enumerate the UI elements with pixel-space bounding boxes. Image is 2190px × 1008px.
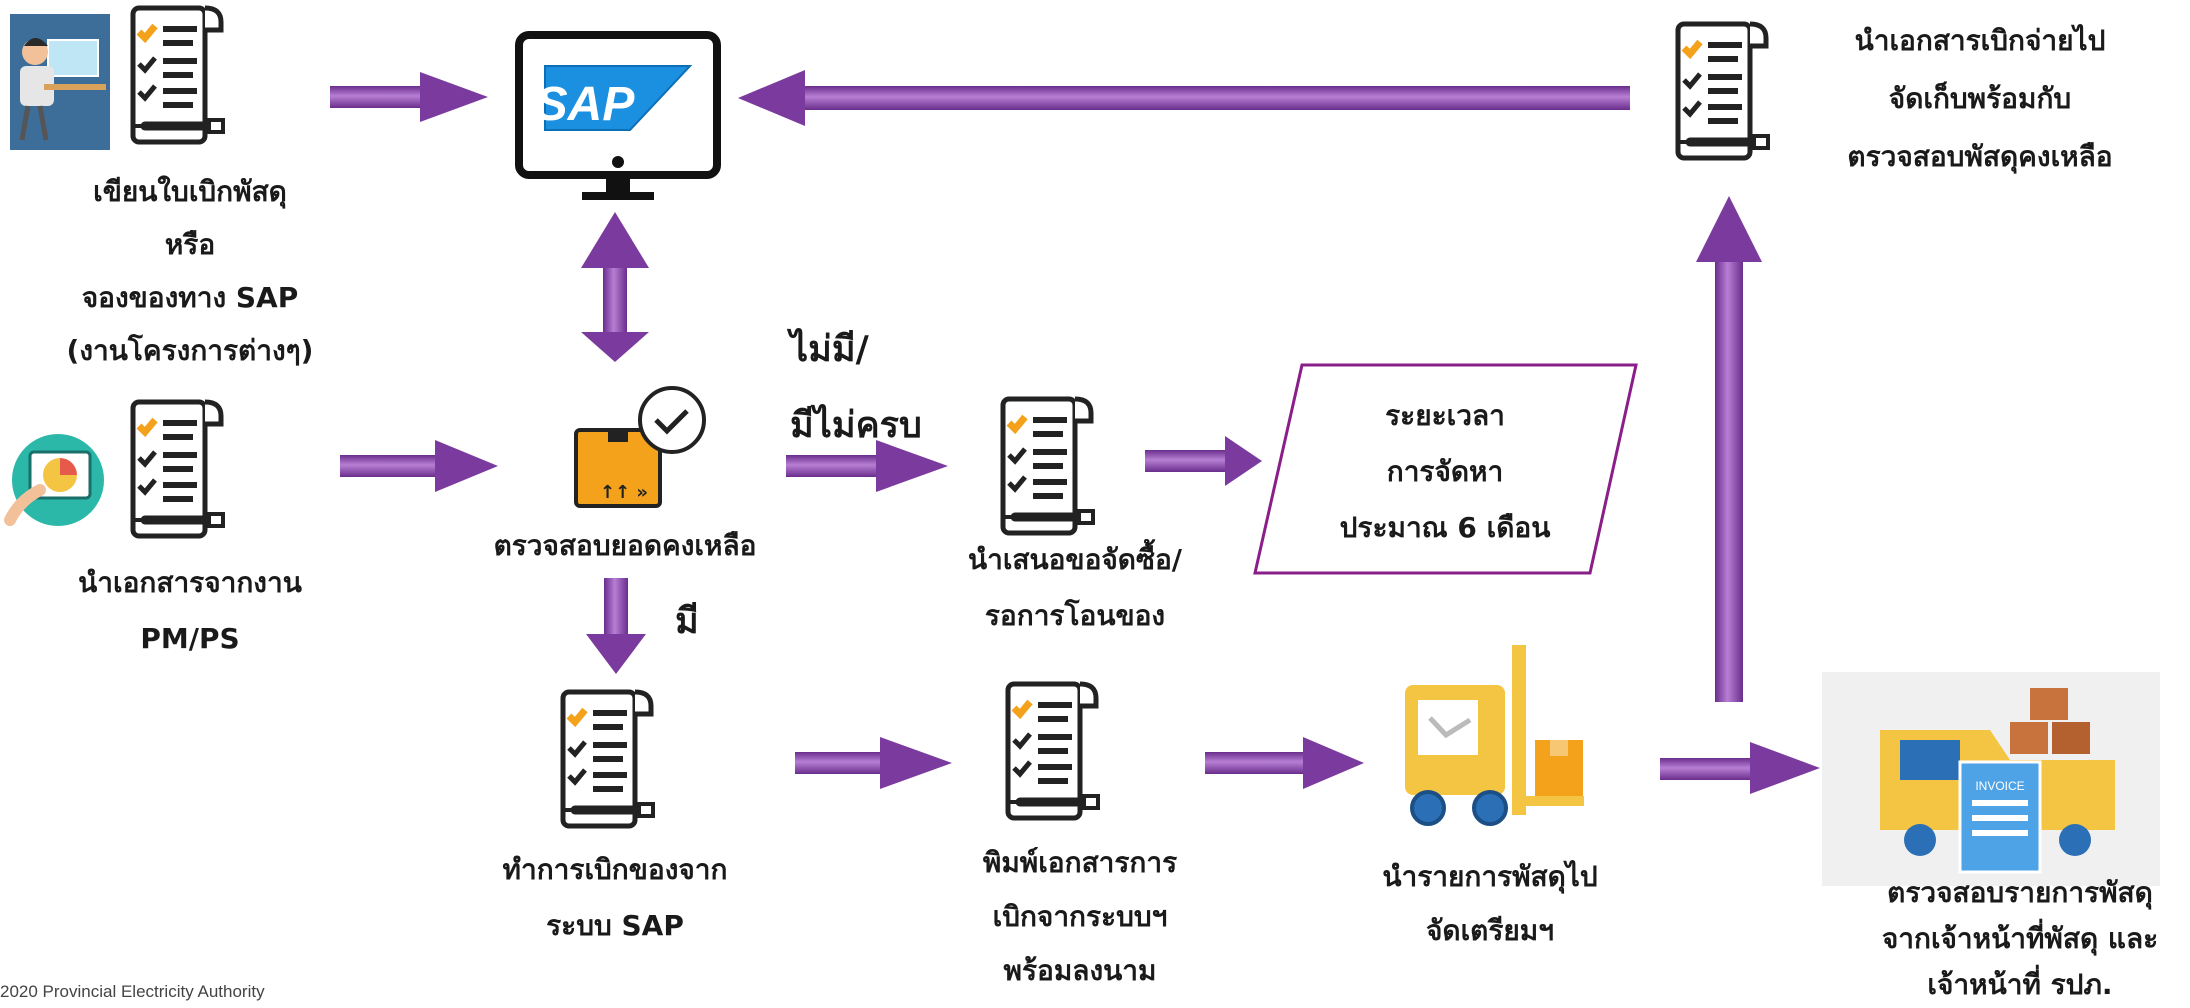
checklist-scroll-icon bbox=[1008, 684, 1098, 818]
arrow-pm-to-check bbox=[340, 440, 498, 492]
checklist-scroll-icon bbox=[563, 692, 653, 826]
box-check-icon: ↑↑ » bbox=[574, 386, 706, 508]
verify-items-label: ตรวจสอบรายการพัสดุ จากเจ้าหน้าที่พัสดุ แ… bbox=[1881, 876, 2159, 1001]
sap-logo-text: SAP bbox=[536, 78, 636, 131]
arrow-print-to-prepare bbox=[1205, 737, 1364, 789]
invoice-truck-icon: INVOICE bbox=[1822, 672, 2160, 886]
duration-label: ระยะเวลา การจัดหา ประมาณ 6 เดือน bbox=[1339, 399, 1551, 544]
branch-not-available-line2: มีไม่ครบ bbox=[790, 405, 922, 446]
tablet-chart-icon bbox=[4, 434, 104, 526]
pm-ps-label: นำเอกสารจากงาน PM/PS bbox=[78, 566, 302, 655]
arrow-propose-to-duration bbox=[1145, 436, 1262, 486]
branch-available-label: มี bbox=[675, 601, 699, 642]
arrow-sap-check-bidirectional bbox=[581, 212, 649, 362]
prepare-items-label: นำรายการพัสดุไป จัดเตรียมฯ bbox=[1382, 860, 1598, 947]
arrow-check-to-propose bbox=[786, 440, 948, 492]
branch-not-available-line1: ไม่มี/ bbox=[790, 329, 869, 370]
forklift-icon bbox=[1405, 645, 1584, 826]
arrow-verify-to-store bbox=[1696, 196, 1762, 702]
office-worker-icon bbox=[10, 14, 110, 150]
withdraw-sap-label: ทำการเบิกของจาก ระบบ SAP bbox=[502, 853, 728, 942]
write-request-label: เขียนใบเบิกพัสดุ หรือ จองของทาง SAP (งาน… bbox=[66, 175, 314, 367]
arrow-withdraw-to-print bbox=[795, 737, 952, 789]
print-docs-label: พิมพ์เอกสารการ เบิกจากระบบฯ พร้อมลงนาม bbox=[982, 846, 1178, 987]
arrow-write-to-sap bbox=[330, 72, 488, 122]
arrow-store-to-sap bbox=[738, 70, 1630, 126]
invoice-label: INVOICE bbox=[1975, 779, 2024, 793]
arrow-check-to-withdraw bbox=[586, 578, 646, 674]
checklist-scroll-icon bbox=[1678, 24, 1768, 158]
sap-monitor-icon: SAP bbox=[515, 31, 721, 200]
arrow-prepare-to-verify bbox=[1660, 742, 1820, 794]
checklist-scroll-icon bbox=[133, 8, 223, 142]
checklist-scroll-icon bbox=[1003, 399, 1093, 533]
store-docs-label: นำเอกสารเบิกจ่ายไป จัดเก็บพร้อมกับ ตรวจส… bbox=[1847, 24, 2113, 173]
footer-copyright: 2020 Provincial Electricity Authority bbox=[0, 982, 265, 1001]
check-balance-label: ตรวจสอบยอดคงเหลือ bbox=[493, 529, 757, 562]
checklist-scroll-icon bbox=[133, 402, 223, 536]
svg-text:↑↑ »: ↑↑ » bbox=[600, 482, 648, 503]
propose-purchase-label: นำเสนอขอจัดซื้อ/ รอการโอนของ bbox=[967, 543, 1183, 632]
duration-parallelogram bbox=[1253, 363, 1638, 575]
